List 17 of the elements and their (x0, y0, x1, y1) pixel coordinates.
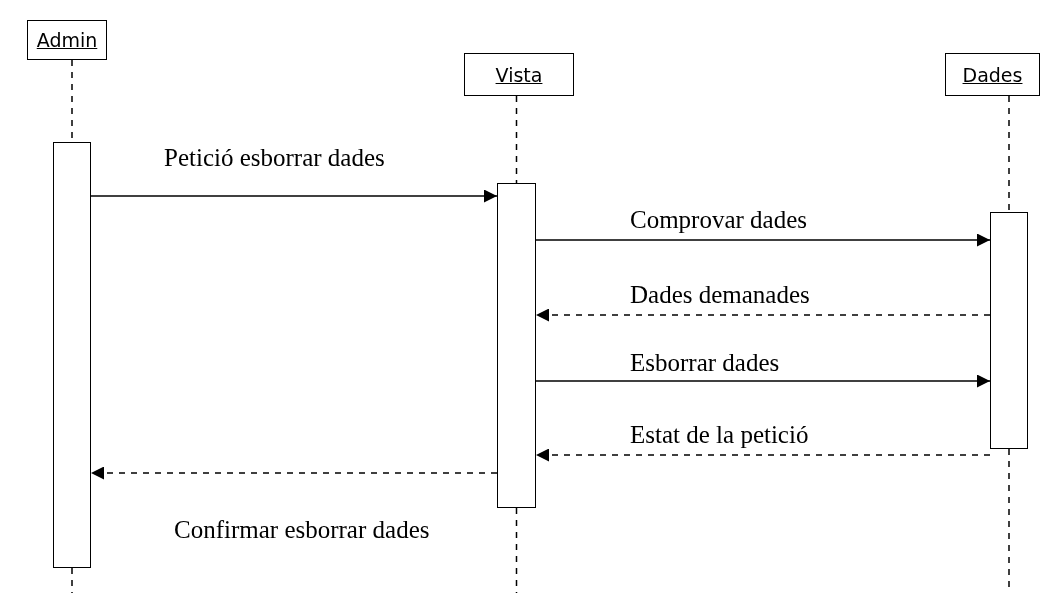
activation-bar (53, 142, 91, 568)
lifeline (1008, 95, 1010, 213)
participant-name: Admin (36, 29, 98, 51)
activation-bar (497, 183, 536, 508)
participant-box (945, 53, 1040, 96)
message-arrow (90, 189, 498, 203)
message-arrow (535, 448, 991, 462)
message-arrow (535, 374, 991, 388)
participant-box (464, 53, 574, 96)
participant-box (27, 20, 107, 60)
participant-name: Vista (495, 63, 543, 86)
participant-name: Dades (962, 63, 1023, 86)
lifeline (515, 95, 518, 184)
message-arrow (535, 308, 991, 322)
activation-bar (990, 212, 1028, 449)
message-arrow (90, 466, 498, 480)
message-arrow (535, 233, 991, 247)
